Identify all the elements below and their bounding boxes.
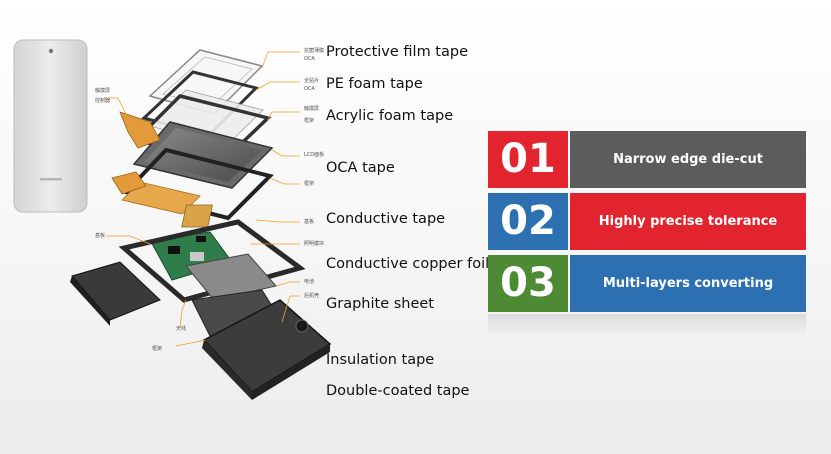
cn-label: 照明模块 — [304, 241, 325, 247]
tape-label-insulation: Insulation tape — [326, 352, 435, 368]
cn-label: 框架 — [152, 346, 163, 352]
cn-label: OCA — [304, 86, 315, 92]
feature-text-02: Highly precise tolerance — [570, 193, 806, 250]
cn-label: 天线 — [176, 326, 187, 332]
tape-label-acrylic-foam: Acrylic foam tape — [326, 108, 454, 124]
tape-label-oca: OCA tape — [326, 160, 395, 176]
cn-label: 全贴片 — [304, 78, 320, 84]
phone-back — [13, 39, 88, 213]
flex-cable — [111, 111, 161, 195]
feature-number-03: 03 — [488, 255, 568, 312]
cn-label: 控制器 — [95, 98, 111, 104]
cn-label: 基板 — [95, 233, 106, 239]
tape-label-pe-foam: PE foam tape — [326, 76, 423, 92]
layer-back-cover — [202, 299, 332, 400]
tape-label-double-coated: Double-coated tape — [326, 383, 470, 399]
feature-panel-shadow — [488, 314, 806, 336]
tape-label-conductive-copper-foil: Conductive copper foil — [326, 256, 490, 272]
feature-text-03: Multi-layers converting — [570, 255, 806, 312]
cn-label: 基板 — [304, 219, 315, 225]
leader-lines — [104, 51, 300, 347]
cn-label: 框架 — [304, 181, 315, 187]
cn-label: LCD面板 — [304, 152, 325, 158]
cn-label: 触摸屏 — [95, 88, 111, 94]
cn-label: 触摸屏 — [304, 106, 320, 112]
cn-label: 电池 — [304, 279, 315, 285]
feature-number-02: 02 — [488, 193, 568, 250]
tape-label-conductive: Conductive tape — [326, 211, 446, 227]
layer-frame-lower — [70, 219, 306, 326]
feature-row-01: 01 Narrow edge die-cut — [488, 131, 806, 188]
feature-text-01: Narrow edge die-cut — [570, 131, 806, 188]
cn-label: 后机壳 — [304, 293, 320, 299]
feature-row-02: 02 Highly precise tolerance — [488, 193, 806, 250]
tape-label-protective-film: Protective film tape — [326, 44, 468, 60]
tape-label-graphite-sheet: Graphite sheet — [326, 296, 434, 312]
layer-middle-frame — [121, 147, 274, 228]
cn-label: 框架 — [304, 118, 315, 124]
cn-label: OCA — [304, 56, 315, 62]
cn-label: 抗菌薄膜 — [304, 48, 325, 54]
feature-row-03: 03 Multi-layers converting — [488, 255, 806, 312]
feature-number-01: 01 — [488, 131, 568, 188]
